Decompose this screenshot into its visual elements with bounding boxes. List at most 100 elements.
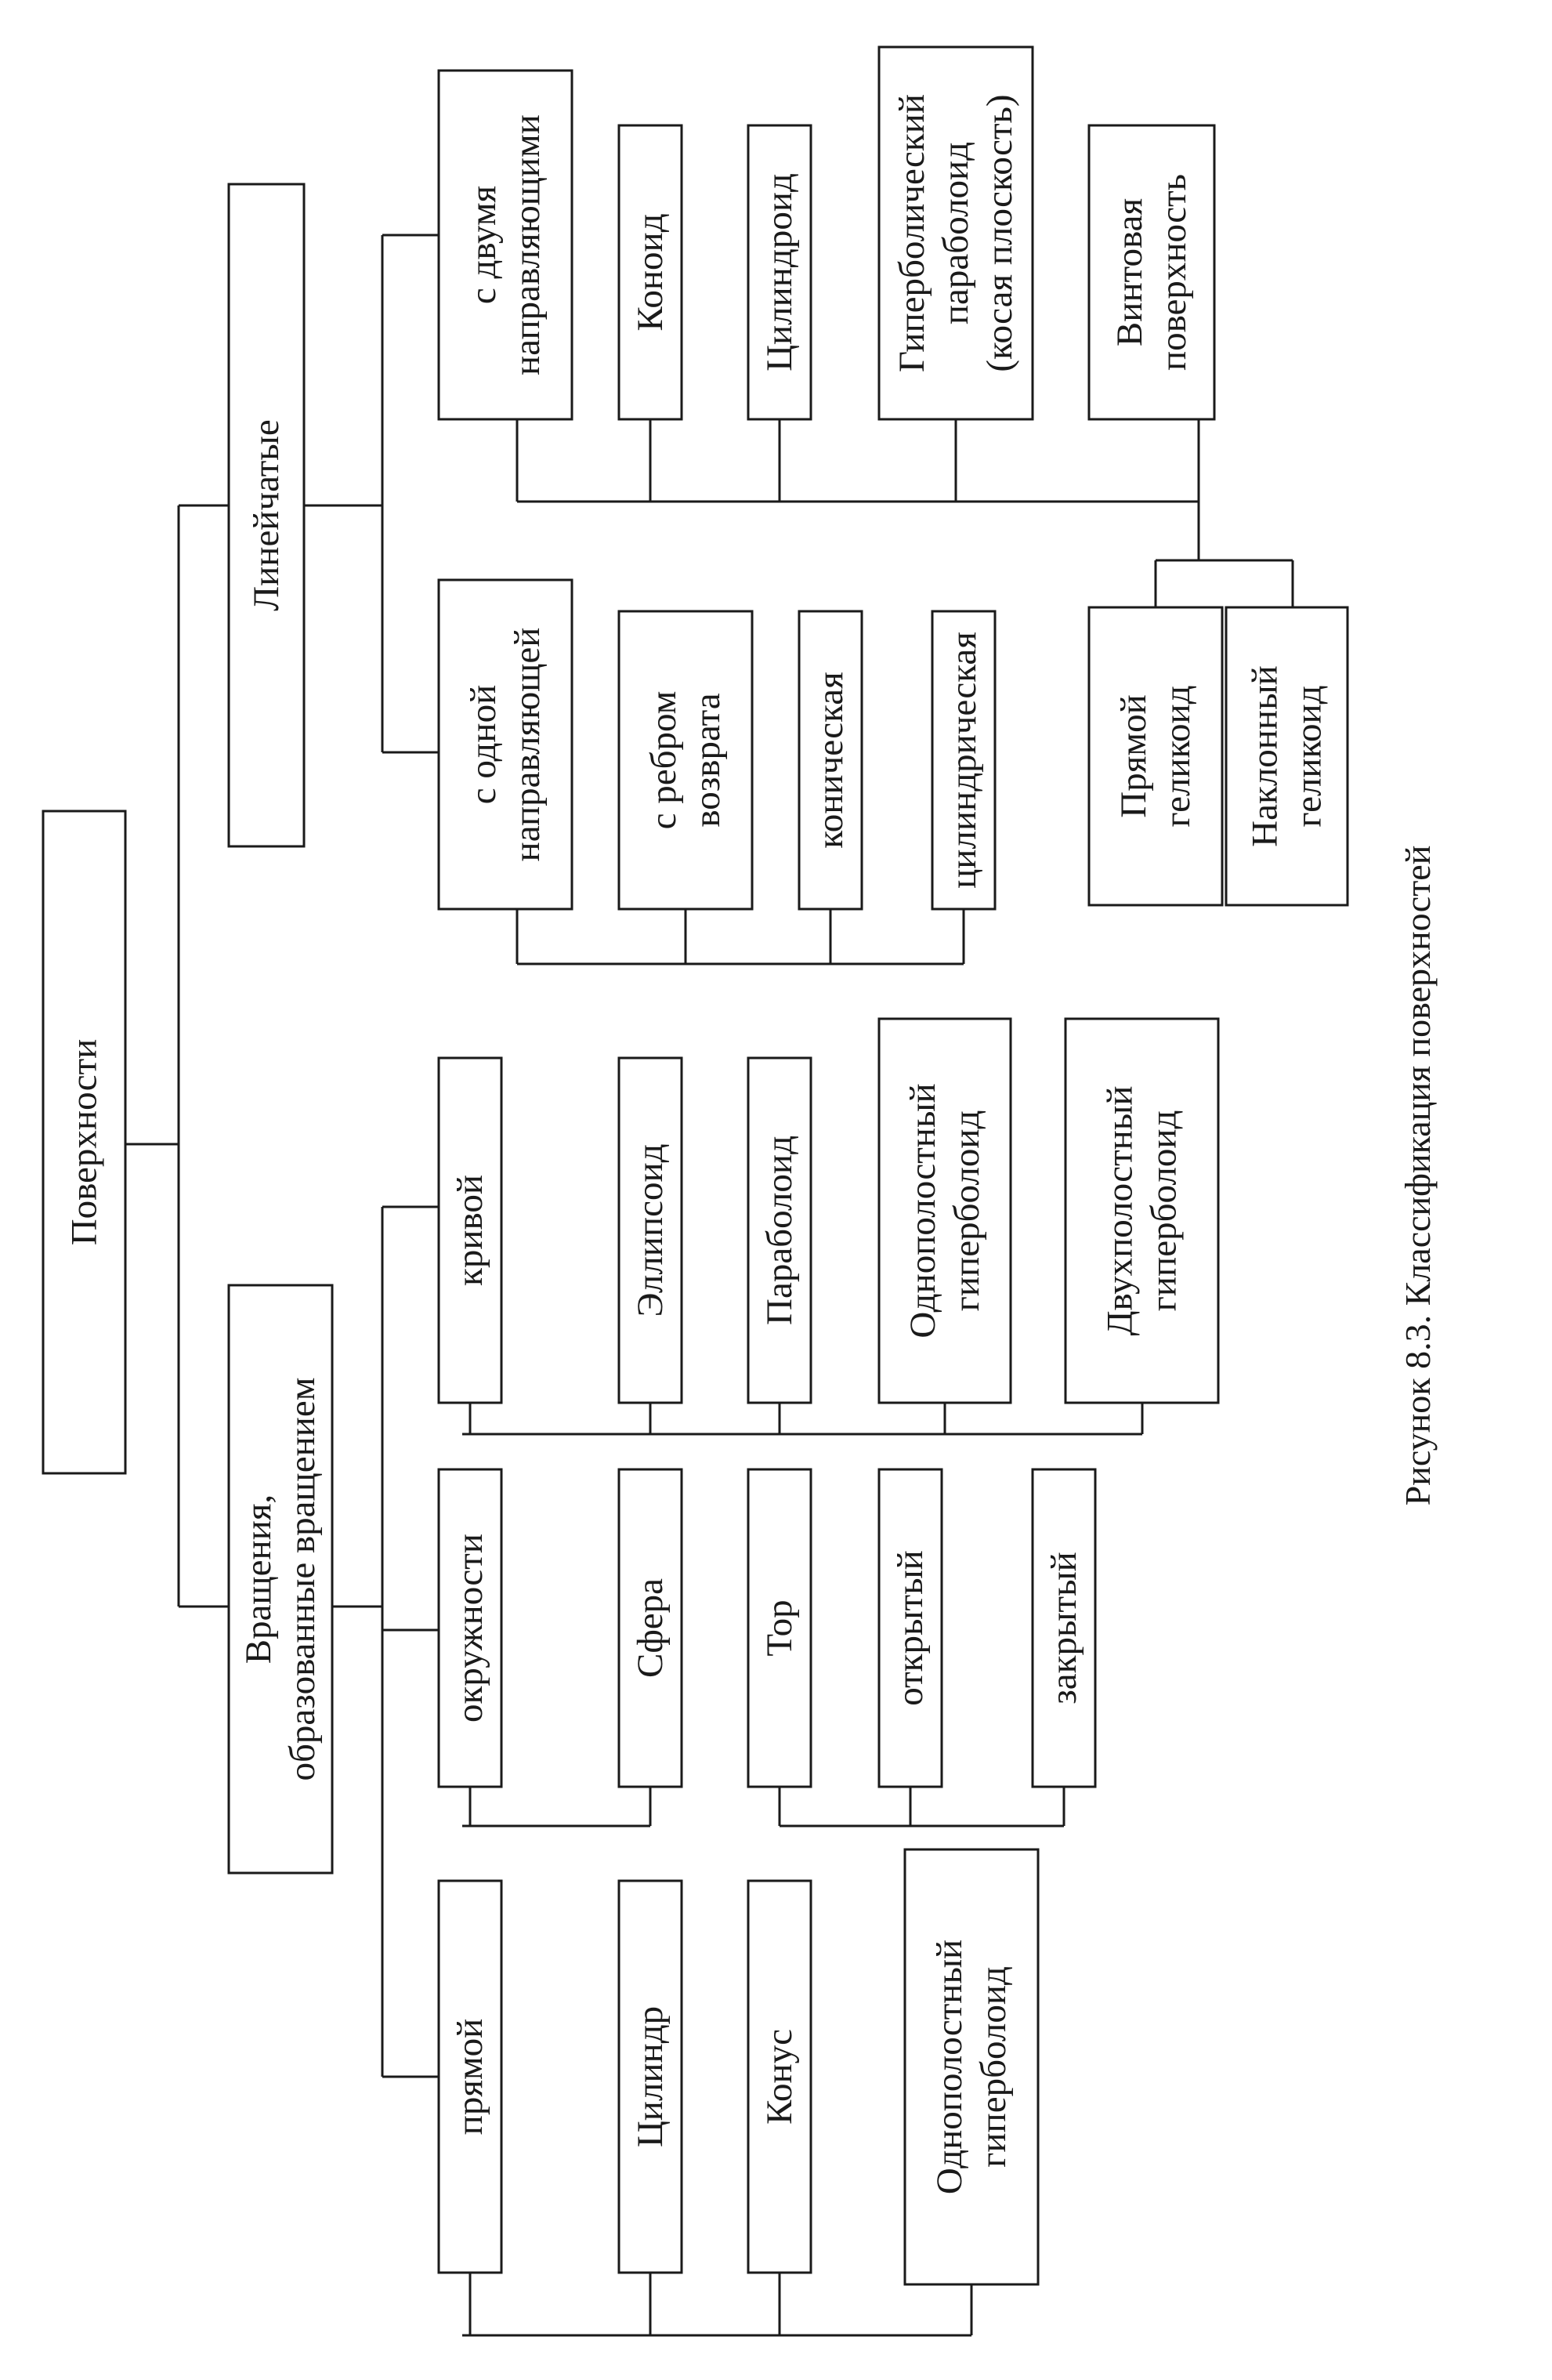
open-torus-node-frame [877, 1468, 943, 1788]
cone-node-label: Конус [759, 2029, 800, 2125]
one-sheet-hyperboloid-straight-label: Однополостный [929, 1940, 970, 2194]
torus-node-frame [747, 1468, 812, 1788]
ellipsoid-node: Эллипсоид [617, 1056, 683, 1404]
helical-surface-node-label: Винтовая [1109, 198, 1150, 346]
two-sheet-hyperboloid-node-label: Двухполостный [1100, 1085, 1141, 1335]
circle-generatrix-frame [437, 1468, 503, 1788]
cylindroid-node: Цилиндроид [747, 124, 812, 421]
cylinder-node-frame [617, 1879, 683, 2274]
one-sheet-hyperboloid-straight-label: гиперболоид [973, 1966, 1014, 2168]
two-directrices-node-label: направляющими [507, 114, 548, 375]
paraboloid-node-label: Параболоид [759, 1136, 800, 1325]
rotation-branch-frame [227, 1284, 334, 1875]
figure-caption: Рисунок 8.3. Классификация поверхностей [1398, 846, 1438, 1506]
oblique-helicoid-node-frame [1225, 606, 1349, 907]
cylindroid-node-frame [747, 124, 812, 421]
paraboloid-node-frame [747, 1056, 812, 1404]
right-helicoid-node-label: геликоид [1157, 685, 1198, 827]
right-helicoid-node-label: Прямой [1113, 694, 1154, 817]
two-sheet-hyperboloid-node-label: гиперболоид [1144, 1110, 1185, 1312]
helical-surface-node-label: поверхность [1153, 174, 1194, 371]
sphere-node-label: Сфера [630, 1578, 671, 1678]
conical-node-label: коническая [810, 672, 851, 848]
curve-generatrix: кривой [437, 1056, 503, 1404]
one-directrix-node-frame [437, 578, 573, 911]
cuspidal-edge-node-frame [617, 610, 754, 911]
torus-node: Тор [747, 1468, 812, 1788]
hyperbolic-paraboloid-node-frame [877, 45, 1034, 421]
rotation-branch: Вращения,образованные вращением [227, 1284, 334, 1875]
one-sheet-hyperboloid-curve-frame [877, 1017, 1012, 1404]
open-torus-node-label: открытый [890, 1550, 931, 1706]
straight-generatrix-label: прямой [450, 2019, 490, 2135]
conoid-node-label: Коноид [630, 213, 671, 331]
conoid-node: Коноид [617, 124, 683, 421]
root-node: Поверхности [42, 810, 127, 1475]
one-sheet-hyperboloid-straight-frame [903, 1848, 1040, 2286]
conoid-node-frame [617, 124, 683, 421]
ruled-branch-frame [227, 183, 306, 848]
ellipsoid-node-label: Эллипсоид [630, 1143, 671, 1317]
circle-generatrix: окружности [437, 1468, 503, 1788]
closed-torus-node: закрытый [1031, 1468, 1097, 1788]
open-torus-node: открытый [877, 1468, 943, 1788]
straight-generatrix: прямой [437, 1879, 503, 2274]
circle-generatrix-label: окружности [450, 1534, 490, 1723]
curve-generatrix-frame [437, 1056, 503, 1404]
cuspidal-edge-node-label: с ребром [643, 691, 684, 830]
cone-node-frame [747, 1879, 812, 2274]
sphere-node: Сфера [617, 1468, 683, 1788]
oblique-helicoid-node-label: геликоид [1289, 685, 1330, 827]
hyperbolic-paraboloid-node-label: параболоид [935, 142, 976, 324]
ellipsoid-node-frame [617, 1056, 683, 1404]
two-sheet-hyperboloid-node-frame [1064, 1017, 1220, 1404]
ruled-branch: Линейчатые [227, 183, 306, 848]
one-directrix-node-label: с одной [463, 685, 504, 804]
cylinder-node-label: Цилиндр [630, 2006, 671, 2147]
rotation-branch-label: Вращения, [238, 1494, 279, 1664]
two-directrices-node-frame [437, 69, 573, 421]
root-node-frame [42, 810, 127, 1475]
two-directrices-node-label: с двумя [463, 186, 504, 304]
sphere-node-frame [617, 1468, 683, 1788]
one-directrix-node-label: направляющей [507, 628, 548, 862]
hyperbolic-paraboloid-node-label: Гиперболический [892, 94, 932, 372]
conical-node-frame [798, 610, 863, 911]
conical-node: коническая [798, 610, 863, 911]
cylinder-node: Цилиндр [617, 1879, 683, 2274]
root-node-label: Поверхности [64, 1039, 105, 1246]
rotation-branch-label: образованные вращением [282, 1377, 323, 1780]
closed-torus-node-frame [1031, 1468, 1097, 1788]
one-sheet-hyperboloid-curve-label: гиперболоид [946, 1110, 987, 1312]
connector-lines [125, 234, 1294, 2337]
right-helicoid-node-frame [1087, 606, 1224, 907]
cylindroid-node-label: Цилиндроид [759, 173, 800, 371]
closed-torus-node-label: закрытый [1044, 1552, 1084, 1704]
cylindrical-node-frame [931, 610, 997, 911]
curve-generatrix-label: кривой [450, 1175, 490, 1286]
paraboloid-node: Параболоид [747, 1056, 812, 1404]
cylindrical-node-label: цилиндрическая [943, 632, 984, 889]
ruled-branch-label: Линейчатые [246, 419, 287, 610]
cone-node: Конус [747, 1879, 812, 2274]
cylindrical-node: цилиндрическая [931, 610, 997, 911]
hyperbolic-paraboloid-node-label: (косая плоскость) [979, 94, 1020, 371]
torus-node-label: Тор [759, 1599, 800, 1656]
oblique-helicoid-node-label: Наклонный [1245, 665, 1286, 847]
one-sheet-hyperboloid-curve-label: Однополостный [903, 1083, 943, 1338]
helical-surface-node-frame [1087, 124, 1216, 421]
cuspidal-edge-node-label: возврата [687, 693, 728, 827]
straight-generatrix-frame [437, 1879, 503, 2274]
